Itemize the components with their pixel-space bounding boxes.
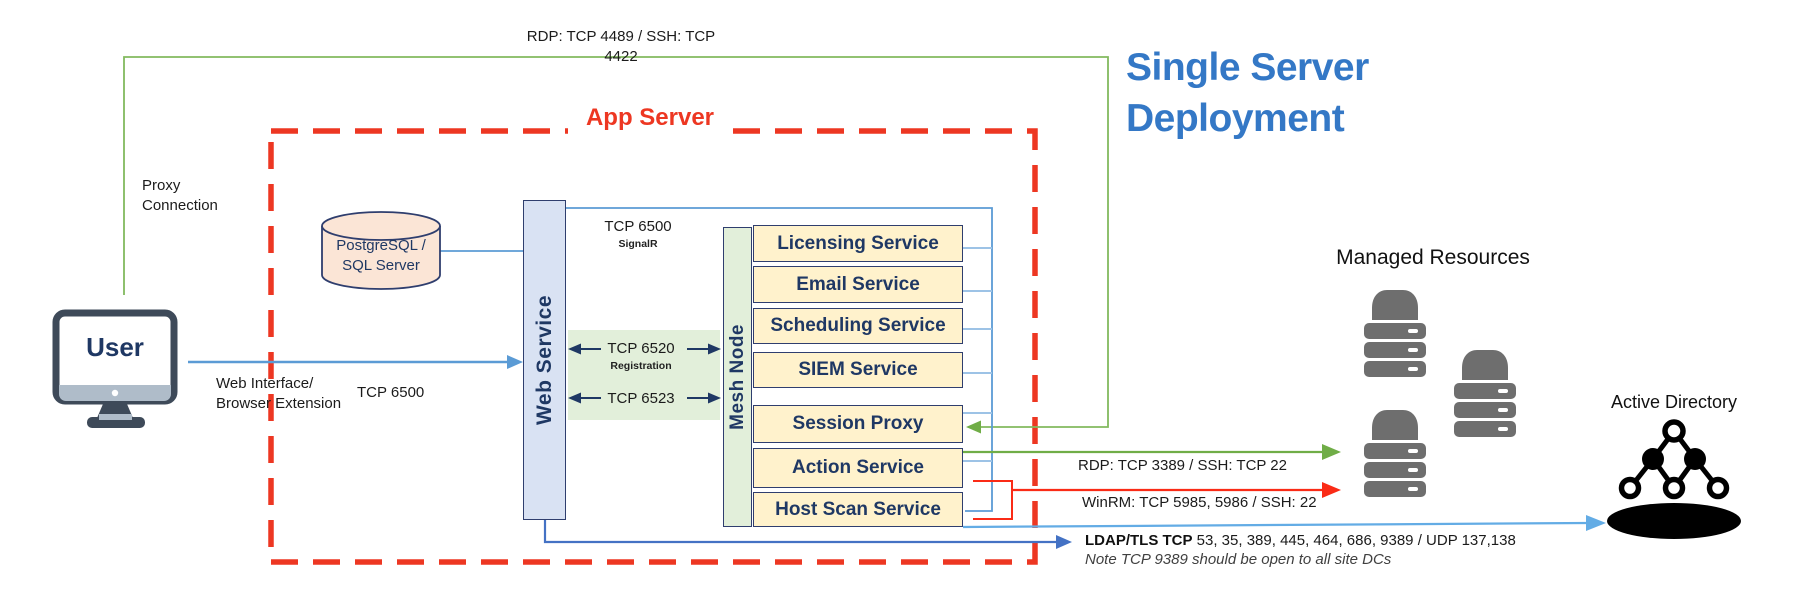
active-directory-label: Active Directory [1610,392,1738,412]
service-box-action: Action Service [753,448,963,488]
service-box-scheduling: Scheduling Service [753,308,963,344]
winrm-route-label: WinRM: TCP 5985, 5986 / SSH: 22 [1082,494,1317,511]
service-box-host-scan: Host Scan Service [753,492,963,527]
rdp-route-label: RDP: TCP 3389 / SSH: TCP 22 [1078,457,1287,474]
ldap-ports-label: 53, 35, 389, 445, 464, 686, 9389 / UDP 1… [1192,532,1516,549]
registration-name-label: Registration [610,360,672,372]
ldap-note-label: Note TCP 9389 should be open to all site… [1085,551,1392,568]
managed-resources-label: Managed Resources [1336,246,1530,269]
web-service-node: Web Service [523,200,566,520]
user-label: User [86,332,144,362]
signalr-name-label: SignalR [618,238,658,250]
ad-route-line [962,515,1606,531]
service-box-session-proxy: Session Proxy [753,405,963,443]
signalr-port-label: TCP 6500 [604,218,672,235]
managed-resources-servers-icon [1364,290,1516,497]
mesh-node-label: Mesh Node [726,324,748,430]
proxy-connection-label: Proxy Connection [142,177,218,214]
page-title: Single Server Deployment [1126,46,1369,141]
mesh-node: Mesh Node [723,227,752,527]
web-service-label: Web Service [532,294,556,425]
active-directory-icon [1607,419,1741,539]
database-label: PostgreSQL / SQL Server [336,237,426,274]
service-box-email: Email Service [753,266,963,303]
service-connector-stubs [963,247,992,462]
registration-port-top-label: TCP 6520 [607,340,675,357]
user-to-web-service-line [188,355,523,369]
ldap-route-label: LDAP/TLS TCP 53, 35, 389, 445, 464, 686,… [1085,531,1516,551]
service-box-licensing: Licensing Service [753,225,963,262]
user-port-label: TCP 6500 [357,384,425,401]
proxy-ports-label: RDP: TCP 4489 / SSH: TCP 4422 [526,28,716,65]
app-server-label: App Server [568,102,732,134]
registration-port-bottom-label: TCP 6523 [607,390,675,407]
web-interface-label: Web Interface/ Browser Extension [216,375,342,412]
ldap-protocol-label: LDAP/TLS TCP [1085,532,1193,549]
service-box-siem: SIEM Service [753,352,963,388]
